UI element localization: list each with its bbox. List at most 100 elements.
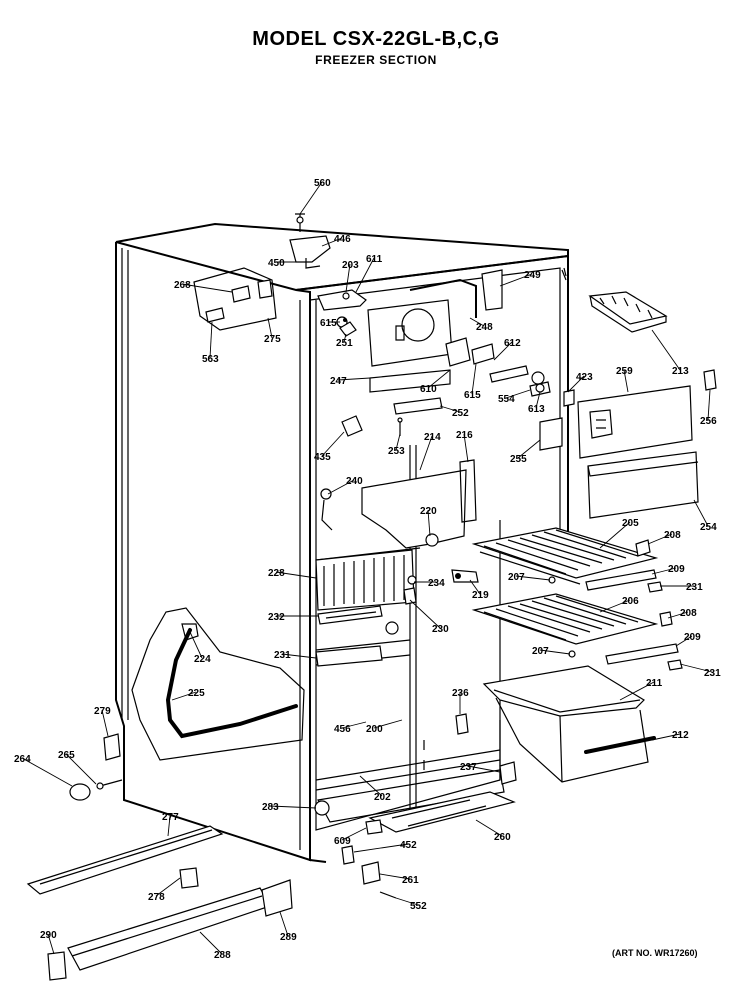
leader-p207b (539, 649, 571, 655)
part-label-p554: 554 (498, 394, 515, 405)
leader-p224 (189, 631, 203, 659)
part-label-p228: 228 (268, 568, 285, 579)
leader-p288 (199, 931, 223, 955)
part-label-p256: 256 (700, 416, 717, 427)
leader-p277 (167, 815, 171, 837)
part-label-p288: 288 (214, 950, 231, 961)
leader-p207a (515, 575, 551, 581)
leader-p225 (171, 691, 197, 701)
part-label-p610: 610 (420, 384, 437, 395)
model-title: MODEL CSX-22GL-B,C,G (252, 28, 500, 50)
part-label-p251: 251 (336, 338, 353, 349)
part-label-p203: 203 (342, 260, 359, 271)
part-label-p208b: 208 (680, 608, 697, 619)
leader-p610 (427, 369, 451, 389)
leader-p615b (471, 363, 477, 395)
part-label-p259: 259 (616, 366, 633, 377)
leader-p248 (469, 317, 485, 327)
leader-p206 (599, 599, 631, 613)
part-label-p446: 446 (334, 234, 351, 245)
part-label-p278: 278 (148, 892, 165, 903)
section-subtitle: FREEZER SECTION (315, 53, 437, 67)
leader-p268 (181, 283, 233, 293)
part-label-p615b: 615 (464, 390, 481, 401)
part-label-p237: 237 (460, 762, 477, 773)
part-label-p220: 220 (420, 506, 437, 517)
leader-p283 (269, 805, 317, 809)
part-label-p240: 240 (346, 476, 363, 487)
part-label-p231a: 231 (686, 582, 703, 593)
part-label-p234: 234 (428, 578, 445, 589)
leader-p278 (155, 877, 181, 897)
part-label-p214: 214 (424, 432, 441, 443)
part-label-p209b: 209 (684, 632, 701, 643)
part-label-p224: 224 (194, 654, 211, 665)
leader-p290 (47, 933, 55, 955)
leader-lines (21, 181, 713, 955)
part-label-p452: 452 (400, 840, 417, 851)
part-label-p219: 219 (472, 590, 489, 601)
part-label-p208a: 208 (664, 530, 681, 541)
part-label-p612: 612 (504, 338, 521, 349)
part-label-p283: 283 (262, 802, 279, 813)
leader-p211 (619, 681, 655, 701)
leader-p255 (517, 439, 541, 459)
part-label-p275: 275 (264, 334, 281, 345)
leader-p214 (419, 435, 433, 471)
art-number: (ART NO. WR17260) (612, 948, 698, 958)
leader-p208b (667, 611, 689, 619)
part-label-p209a: 209 (668, 564, 685, 575)
part-label-p231c: 231 (704, 668, 721, 679)
leader-p612 (493, 341, 513, 361)
part-label-p264: 264 (14, 754, 31, 765)
part-label-p456: 456 (334, 724, 351, 735)
leader-p209b (675, 635, 693, 647)
part-label-p265: 265 (58, 750, 75, 761)
top-parts (193, 213, 367, 337)
part-label-p290: 290 (40, 930, 57, 941)
leader-p252 (439, 405, 461, 413)
leader-p289 (279, 911, 289, 937)
part-label-p563: 563 (202, 354, 219, 365)
right-parts (471, 291, 717, 783)
leader-p240 (327, 479, 355, 495)
part-label-p216: 216 (456, 430, 473, 441)
leader-p205 (599, 521, 631, 549)
leader-p249 (499, 273, 533, 287)
part-label-p207a: 207 (508, 572, 525, 583)
leader-p200 (373, 719, 403, 729)
part-label-p613: 613 (528, 404, 545, 415)
leader-p552 (395, 897, 419, 906)
leader-p261 (379, 873, 411, 880)
part-label-p231b: 231 (274, 650, 291, 661)
part-label-p560: 560 (314, 178, 331, 189)
part-label-p279: 279 (94, 706, 111, 717)
leader-p446 (321, 237, 343, 247)
leader-p260 (475, 819, 503, 837)
part-label-p225: 225 (188, 688, 205, 699)
part-label-p289: 289 (280, 932, 297, 943)
leader-p611 (355, 257, 375, 293)
leader-p220 (427, 509, 431, 537)
leader-p209a (651, 567, 677, 575)
leader-p213 (651, 329, 681, 371)
part-label-p206: 206 (622, 596, 639, 607)
leader-p452 (353, 843, 409, 853)
leader-p230 (409, 599, 441, 629)
leader-p208a (647, 533, 673, 545)
evaporator-coil (315, 549, 479, 667)
leader-p609 (341, 827, 367, 841)
part-label-p268: 268 (174, 280, 191, 291)
part-label-p249: 249 (524, 270, 541, 281)
part-label-p202: 202 (374, 792, 391, 803)
part-label-p552: 552 (410, 901, 427, 912)
leader-p264 (21, 757, 73, 787)
part-label-p211: 211 (646, 678, 663, 689)
leader-p456 (341, 721, 367, 729)
part-label-p236: 236 (452, 688, 469, 699)
part-label-p277: 277 (162, 812, 179, 823)
part-label-p435: 435 (314, 452, 331, 463)
leader-p202 (359, 775, 383, 797)
leader-p259 (623, 369, 629, 393)
